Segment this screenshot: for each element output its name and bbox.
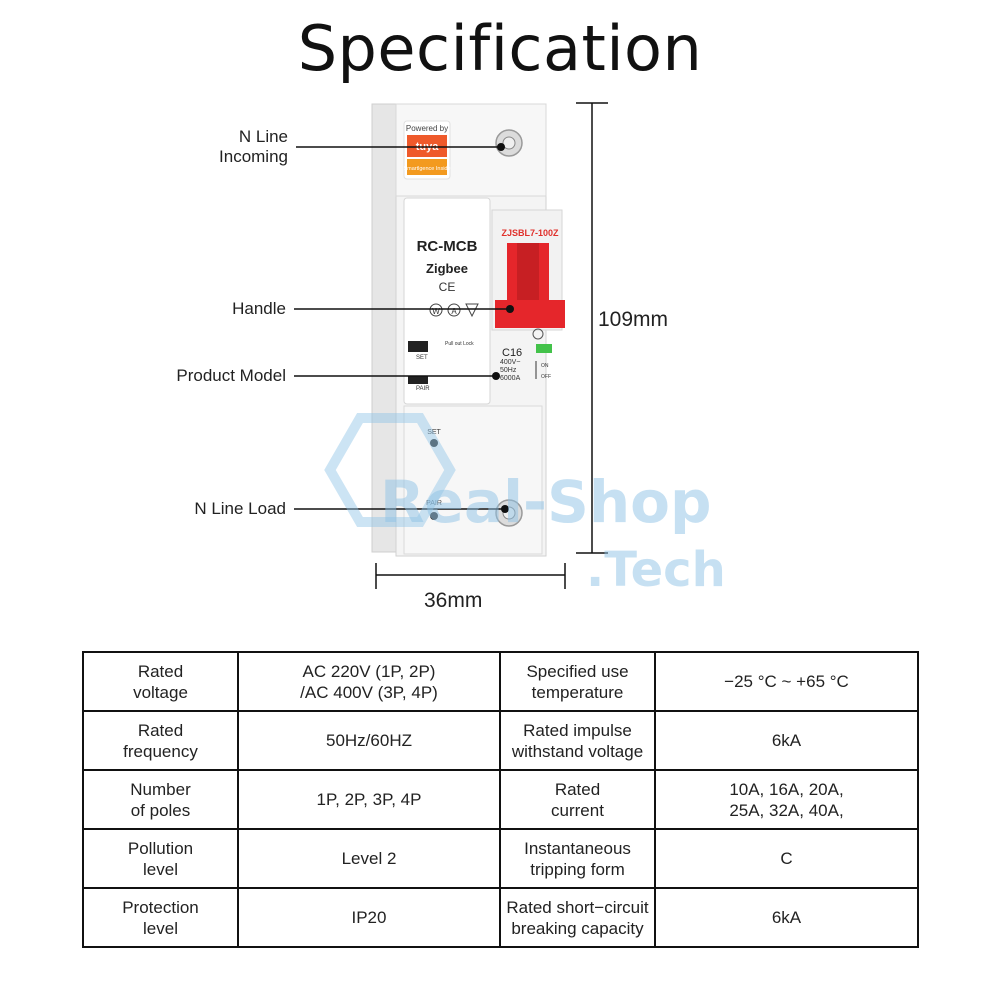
model-code: ZJSBL7-100Z [501,228,559,238]
current-a-icon [447,303,461,317]
spec-value: 1P, 2P, 3P, 4P [237,769,501,830]
spec-value: −25 °C ~ +65 °C [654,651,919,712]
powered-by-text: Powered by [406,124,448,133]
voltage-text: 400V~ [500,359,520,366]
pair-hole-icon [430,512,438,520]
height-dimension-label: 109mm [598,308,669,331]
watermark-line2: .Tech [586,542,726,598]
voltage-v-icon [465,303,479,318]
spec-label: Protection level [82,887,239,948]
front-panel [403,197,491,405]
spec-label: Rated frequency [82,710,239,771]
set-hole-icon [430,439,438,447]
spec-value: Level 2 [237,828,501,889]
tuya-brand-block [407,135,447,157]
spec-label: Rated impulse withstand voltage [499,710,656,771]
watermark-line1: Real-Shop [380,468,712,536]
callout-handle: Handle [232,299,286,318]
callout-n-line-load: N Line Load [194,499,286,518]
handle-base [495,300,565,328]
power-w-icon [429,303,443,317]
set-label-lower: SET [427,429,441,436]
pair-button-icon [408,376,428,384]
watermark-logo-icon [324,413,456,527]
top-terminal-screw-core [502,136,516,150]
current-a-glyph: A [451,307,457,316]
smart-tag-block [407,159,447,175]
smart-tag-text: Smartlgence Inside [403,166,450,172]
pair-label-panel: PAIR [416,386,430,392]
callout-product-model: Product Model [176,366,286,385]
callout-n-line-incoming: N Line Incoming [219,127,288,166]
cert-mark-icon [532,328,544,340]
status-indicator [536,344,552,353]
frequency-text: 50Hz [500,367,517,374]
callout-dot-n-incoming [497,143,505,151]
spec-table: Rated voltage AC 220V (1P, 2P) /AC 400V … [82,651,919,948]
table-row: Pollution level Level 2 Instantaneous tr… [82,828,919,889]
page-title: Specification [297,12,703,85]
spec-value: IP20 [237,887,501,948]
rating-text: C16 [502,347,522,359]
device-name: RC-MCB [417,238,478,255]
spec-value: 50Hz/60HZ [237,710,501,771]
on-label: ON [541,363,549,369]
spec-value: 10A, 16A, 20A, 25A, 32A, 40A, [654,769,919,830]
breaker-illustration: Powered by tuya Smartlgence Inside RC-MC… [294,102,608,589]
handle-lever-grip [517,243,539,305]
table-row: Number of poles 1P, 2P, 3P, 4P Rated cur… [82,769,919,830]
spec-label: Pollution level [82,828,239,889]
din-clip-side [371,103,399,553]
spec-label: Instantaneous tripping form [499,828,656,889]
device-protocol: Zigbee [426,261,468,276]
spec-value: AC 220V (1P, 2P) /AC 400V (3P, 4P) [237,651,501,712]
ce-mark: CE [439,280,456,294]
width-dimension-label: 36mm [424,589,483,612]
spec-label: Rated current [499,769,656,830]
spec-label: Rated voltage [82,651,239,712]
lower-section [403,405,543,555]
set-button-icon [408,341,428,352]
set-label-panel: SET [416,355,428,361]
pair-label-lower: PAIR [426,500,442,507]
spec-label: Number of poles [82,769,239,830]
table-row: Protection level IP20 Rated short−circui… [82,887,919,948]
spec-value: C [654,828,919,889]
callout-dot-product-model [492,372,500,380]
pull-lock-text: Pull out Lock [445,341,474,347]
power-w-glyph: W [432,307,440,316]
spec-label: Rated short−circuit breaking capacity [499,887,656,948]
capacity-text: 6000A [500,375,521,382]
off-label: OFF [541,374,551,380]
callout-dot-handle [506,305,514,313]
spec-value: 6kA [654,710,919,771]
table-row: Rated frequency 50Hz/60HZ Rated impulse … [82,710,919,771]
table-row: Rated voltage AC 220V (1P, 2P) /AC 400V … [82,651,919,712]
spec-value: 6kA [654,887,919,948]
callout-dot-n-load [501,505,509,513]
spec-label: Specified use temperature [499,651,656,712]
